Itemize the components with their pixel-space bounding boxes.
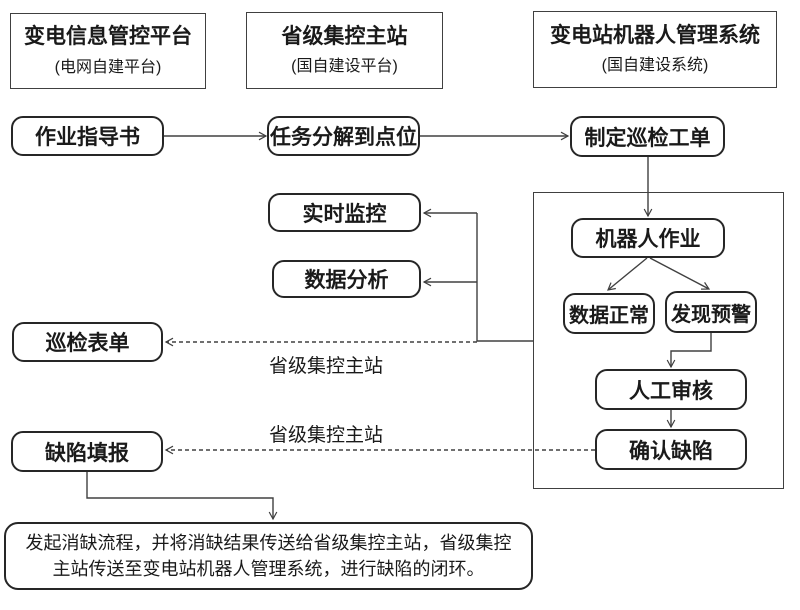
header-robot-system: 变电站机器人管理系统 (国自建设系统) [533, 11, 777, 88]
edge-label-to-inspection-form: 省级集控主站 [269, 356, 384, 377]
node-data-normal: 数据正常 [563, 293, 655, 334]
node-alarm-found: 发现预警 [665, 291, 757, 333]
node-create-order: 制定巡检工单 [570, 116, 725, 157]
edge-label-to-defect-report: 省级集控主站 [269, 425, 384, 446]
closure-note-box: 发起消缺流程，并将消缺结果传送给省级集控主站，省级集控主站传送至变电站机器人管理… [4, 522, 533, 590]
header-robot-system-subtitle: (国自建设系统) [601, 57, 709, 75]
header-info-platform-subtitle: (电网自建平台) [54, 58, 162, 76]
node-defect-report: 缺陷填报 [11, 431, 163, 472]
edge-system-out-trunk [476, 213, 533, 342]
node-data-analysis: 数据分析 [272, 260, 421, 298]
node-work-guide: 作业指导书 [11, 116, 164, 156]
node-confirm-defect: 确认缺陷 [595, 429, 747, 470]
header-robot-system-title: 变电站机器人管理系统 [550, 23, 760, 47]
edge-robotwork-to-datanormal [607, 257, 648, 291]
node-task-decompose: 任务分解到点位 [267, 116, 420, 156]
edge-defectreport-to-note [86, 472, 278, 521]
node-manual-review: 人工审核 [595, 369, 747, 410]
node-robot-work: 机器人作业 [571, 218, 725, 258]
header-provincial-station-title: 省级集控主站 [281, 24, 408, 48]
closure-note-text: 发起消缺流程，并将消缺结果传送给省级集控主站，省级集控主站传送至变电站机器人管理… [25, 533, 512, 579]
header-info-platform: 变电信息管控平台 (电网自建平台) [10, 13, 206, 89]
edge-robotwork-to-alarmfound [649, 257, 711, 290]
header-provincial-station-subtitle: (国自建设平台) [291, 58, 398, 76]
header-info-platform-title: 变电信息管控平台 [24, 25, 192, 49]
header-provincial-station: 省级集控主站 (国自建设平台) [246, 12, 443, 89]
node-inspection-form: 巡检表单 [12, 322, 163, 362]
edge-alarmfound-to-manualreview [666, 333, 712, 369]
node-realtime-monitor: 实时监控 [268, 193, 421, 232]
robot-system-boundary [533, 192, 784, 489]
